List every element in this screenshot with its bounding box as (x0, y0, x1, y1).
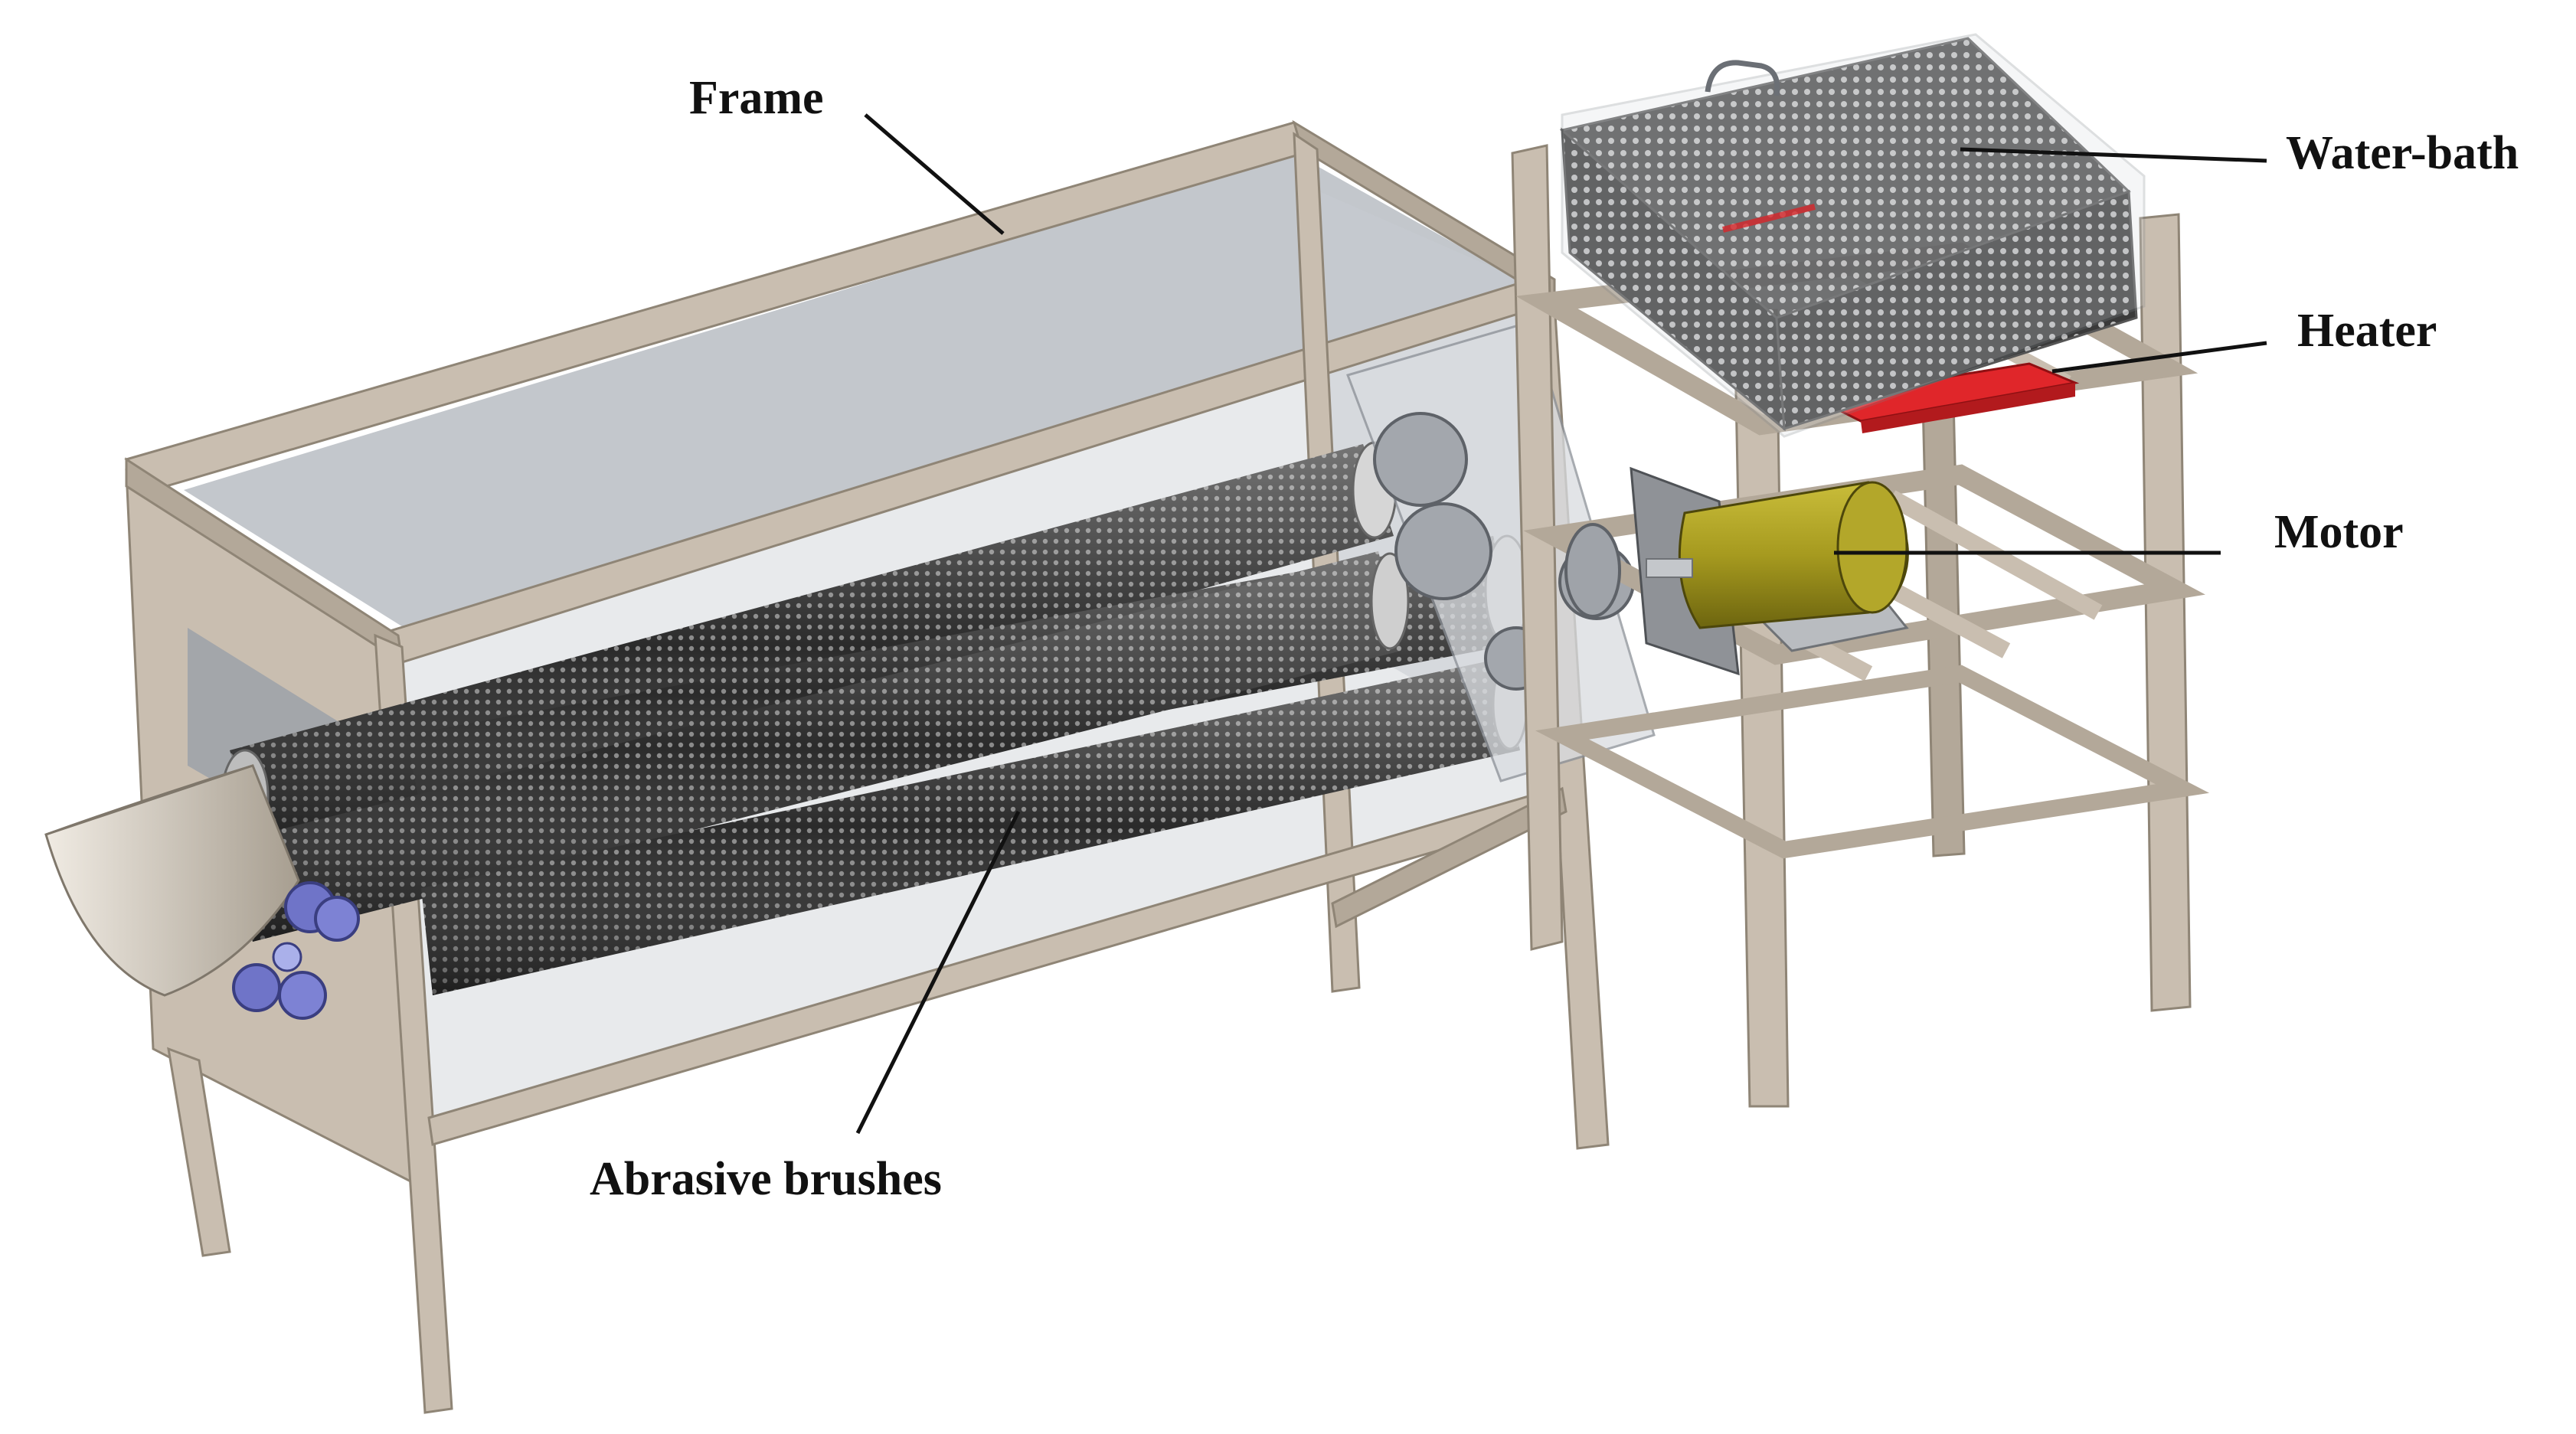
abrasive-brushes-leader-line (855, 810, 1021, 1135)
motor-shaft (1646, 558, 1693, 578)
stand-leg (2139, 213, 2192, 1012)
bath-back-wall (1559, 37, 2131, 319)
gear (1373, 412, 1468, 507)
motor (1564, 466, 1909, 676)
back-glass-panel (184, 153, 1539, 643)
chute-inner (45, 764, 253, 836)
motor-label: Motor (2274, 506, 2404, 558)
chute-body (44, 764, 300, 997)
motor-end-cap (1836, 481, 1908, 614)
bath-glass-box (1561, 33, 2146, 438)
hub (314, 896, 360, 942)
heater-leader-line (2051, 341, 2267, 374)
bath-heater-element (1722, 204, 1816, 233)
hub (278, 971, 327, 1020)
water-bath (1559, 33, 2146, 438)
brush-roller-shade (421, 658, 1520, 995)
hub (232, 963, 281, 1012)
abrasive-brushes (221, 441, 1530, 995)
heater-label: Heater (2297, 305, 2437, 357)
heater-plate-side (1861, 383, 2075, 433)
callouts: Frame Water-bath Heater Motor Abrasive b… (590, 72, 2519, 1205)
frame-label: Frame (689, 72, 824, 124)
water-bath-label: Water-bath (2286, 127, 2519, 179)
brush-roller-shade (230, 551, 1401, 942)
stand-slat (1887, 490, 2103, 620)
brush-end-cap (1370, 552, 1410, 650)
coupling-gear (1564, 523, 1621, 618)
frame-leader-line (864, 113, 1005, 235)
gear (1394, 502, 1492, 600)
stand-leg (1511, 144, 1564, 951)
abrasive-brushes-label: Abrasive brushes (590, 1153, 942, 1205)
lower-rail-back (1331, 786, 1568, 929)
bath-handle (1705, 60, 1780, 96)
drive-gears (1346, 320, 1656, 782)
feed-chute (44, 764, 300, 997)
water-bath-leader-line (1960, 147, 2267, 163)
post-back-left (167, 1047, 231, 1257)
hub (272, 942, 302, 972)
bearing-hubs (232, 881, 360, 1020)
stand-lower-frame (1535, 665, 2210, 859)
